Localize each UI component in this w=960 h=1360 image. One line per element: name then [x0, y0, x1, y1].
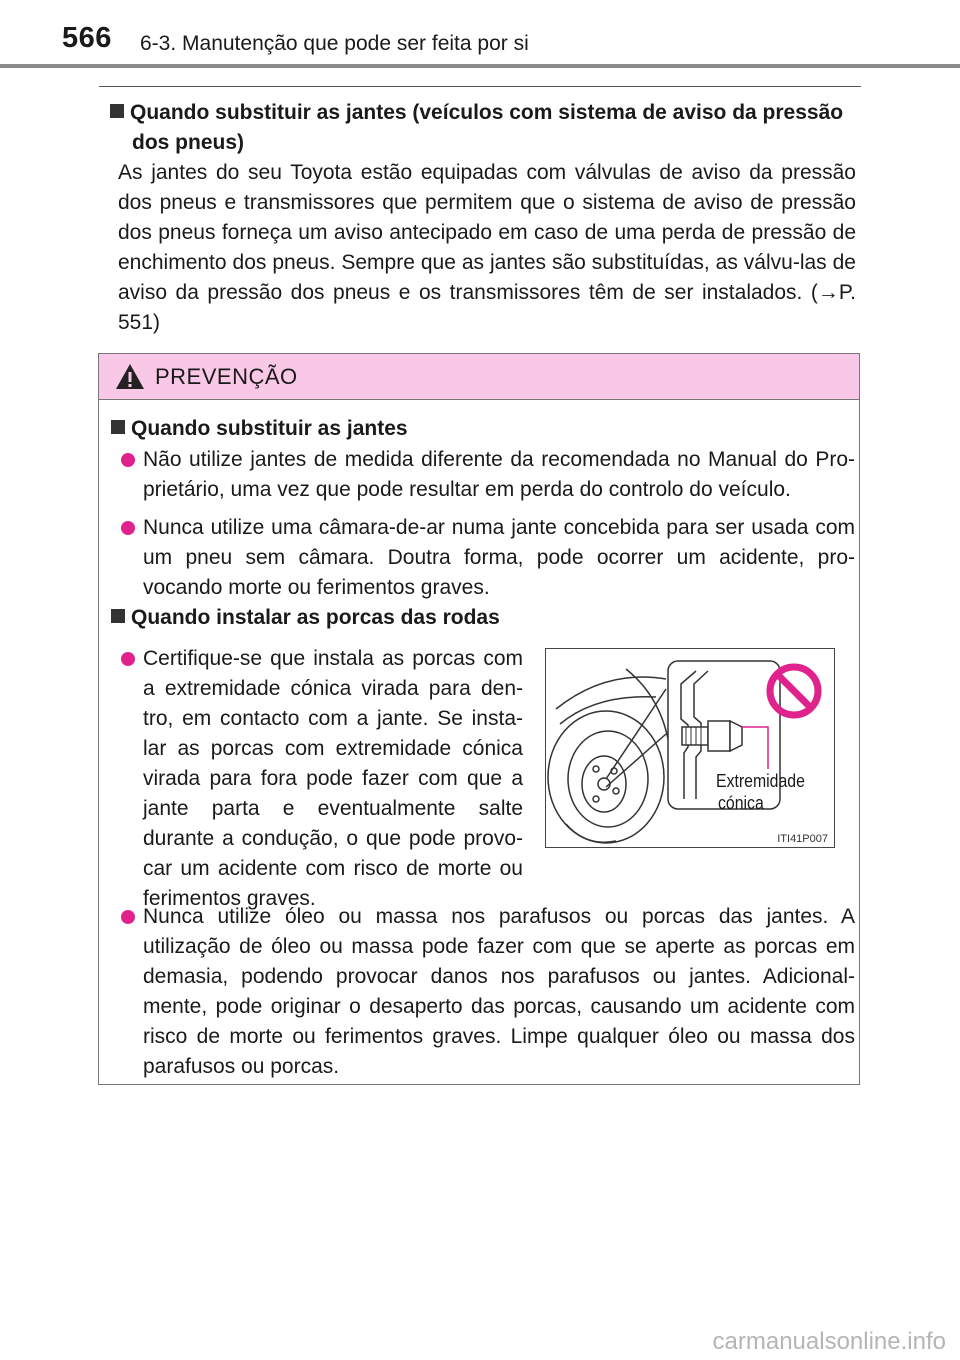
- warning-bullet: Não utilize jantes de medida diferente d…: [121, 445, 855, 505]
- callout-line: [742, 726, 769, 769]
- square-bullet-icon: [111, 420, 125, 434]
- bullet-dot-icon: [121, 652, 135, 666]
- wheel-illustration: [547, 660, 822, 844]
- warning-subheading: Quando instalar as porcas das rodas: [111, 603, 500, 633]
- chapter-title: 6-3. Manutenção que pode ser feita por s…: [140, 32, 529, 55]
- figure-label: cónica: [718, 793, 764, 813]
- warning-bullet: Nunca utilize uma câmara-de-ar numa jant…: [121, 513, 855, 603]
- square-bullet-icon: [110, 104, 124, 118]
- warning-header: PREVENÇÃO: [99, 354, 859, 400]
- section-heading: Quando substituir as jantes (veículos co…: [110, 98, 858, 158]
- wheel-nut-illustration: Extremidade cónica ITI41P007: [545, 648, 835, 848]
- square-bullet-icon: [111, 609, 125, 623]
- watermark: carmanualsonline.info: [712, 1328, 946, 1355]
- warning-bullet: Nunca utilize óleo ou massa nos parafuso…: [121, 902, 855, 1082]
- bullet-dot-icon: [121, 453, 135, 467]
- section-body: As jantes do seu Toyota estão equipadas …: [118, 161, 856, 334]
- warning-box: PREVENÇÃO Quando substituir as jantes Nã…: [98, 353, 860, 1085]
- warning-title: PREVENÇÃO: [155, 363, 298, 389]
- prohibition-icon: [766, 663, 822, 719]
- bullet-dot-icon: [121, 521, 135, 535]
- warning-bullet: Certifique-se que instala as porcas com …: [121, 644, 523, 914]
- bullet-dot-icon: [121, 910, 135, 924]
- section-rule: [99, 86, 861, 87]
- header-rule: [0, 64, 960, 68]
- figure-label: Extremidade: [716, 771, 805, 791]
- warning-triangle-icon: [116, 364, 144, 389]
- figure-code: ITI41P007: [777, 833, 828, 845]
- page-number: 566: [62, 22, 112, 54]
- warning-subheading: Quando substituir as jantes: [111, 414, 408, 444]
